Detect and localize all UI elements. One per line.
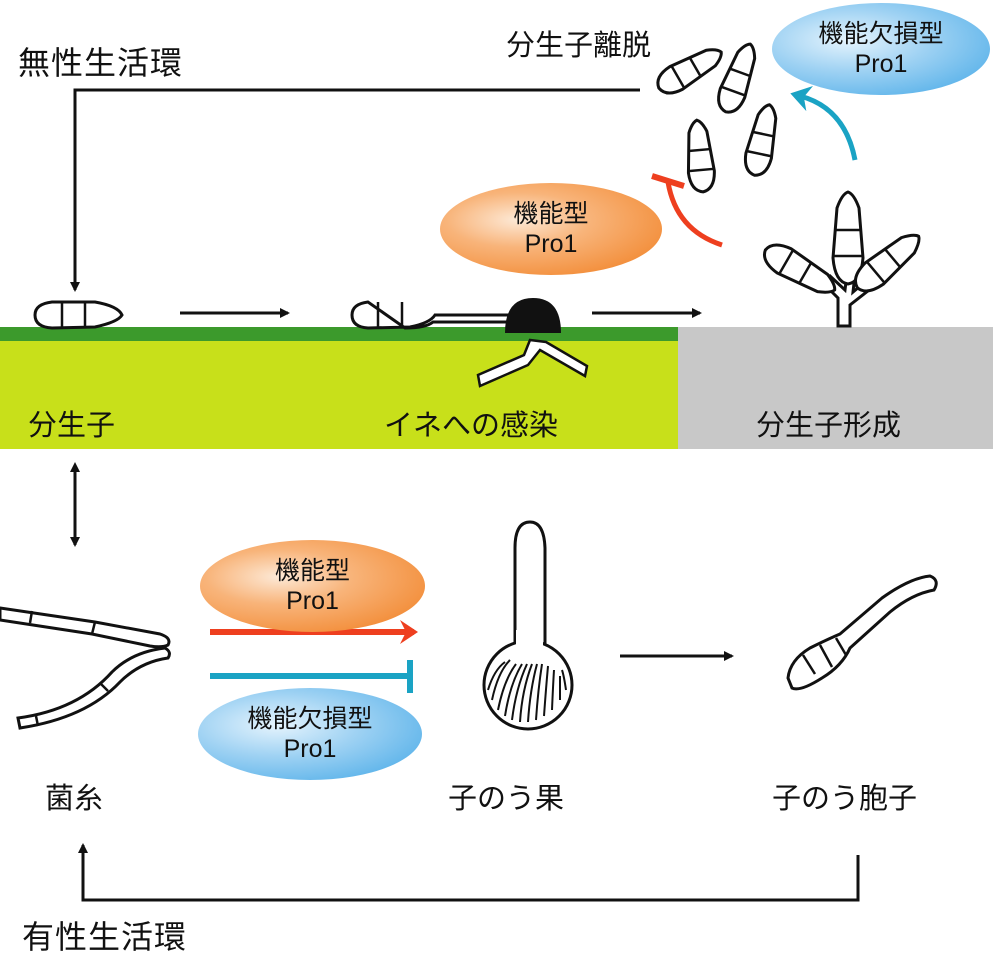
sexual-return-arrow <box>78 843 860 902</box>
bubble-line2: Pro1 <box>286 587 339 615</box>
functional-inhibit-detachment <box>651 173 723 248</box>
lof-inhibit-perithecium <box>210 660 413 693</box>
stage-label-infection: イネへの感染 <box>384 408 559 442</box>
conidiophore-icon <box>763 190 921 328</box>
asexual-return-arrow <box>70 88 640 292</box>
functional-pro1-bubble-bottom: 機能型 Pro1 <box>200 540 425 632</box>
sexual-cycle-title: 有性生活環 <box>22 918 188 956</box>
stage-label-perithecium: 子のう果 <box>448 781 565 815</box>
perithecium-icon <box>482 520 574 731</box>
lof-promote-detachment-arrow <box>790 86 858 161</box>
asexual-cycle-title: 無性生活環 <box>18 44 184 82</box>
infecting-conidium-icon <box>350 298 589 388</box>
bubble-line2: Pro1 <box>854 50 908 78</box>
bubble-line1: 機能欠損型 <box>247 705 373 733</box>
stage-label-ascospore: 子のう胞子 <box>772 781 918 815</box>
stage-label-conidium: 分生子 <box>28 408 116 442</box>
rice-leaf-region <box>0 327 678 449</box>
ascospore-icon <box>786 574 938 691</box>
hyphae-icon <box>0 606 171 730</box>
conidia-detachment-label: 分生子離脱 <box>506 28 652 62</box>
conidiation-region <box>678 327 993 449</box>
lof-pro1-bubble-bottom: 機能欠損型 Pro1 <box>198 688 422 780</box>
bubble-line2: Pro1 <box>283 735 337 763</box>
bubble-line2: Pro1 <box>524 230 578 258</box>
bubble-line1: 機能型 <box>513 200 589 228</box>
lof-pro1-bubble-top: 機能欠損型 Pro1 <box>772 3 990 95</box>
bubble-line1: 機能型 <box>274 557 350 585</box>
detached-conidia-icon <box>656 42 778 194</box>
stage-label-conidiation: 分生子形成 <box>756 408 902 442</box>
bubble-line1: 機能欠損型 <box>818 20 944 48</box>
functional-pro1-bubble-top: 機能型 Pro1 <box>440 183 662 275</box>
stage-label-hyphae: 菌糸 <box>45 781 104 815</box>
conidium-icon <box>33 300 124 330</box>
